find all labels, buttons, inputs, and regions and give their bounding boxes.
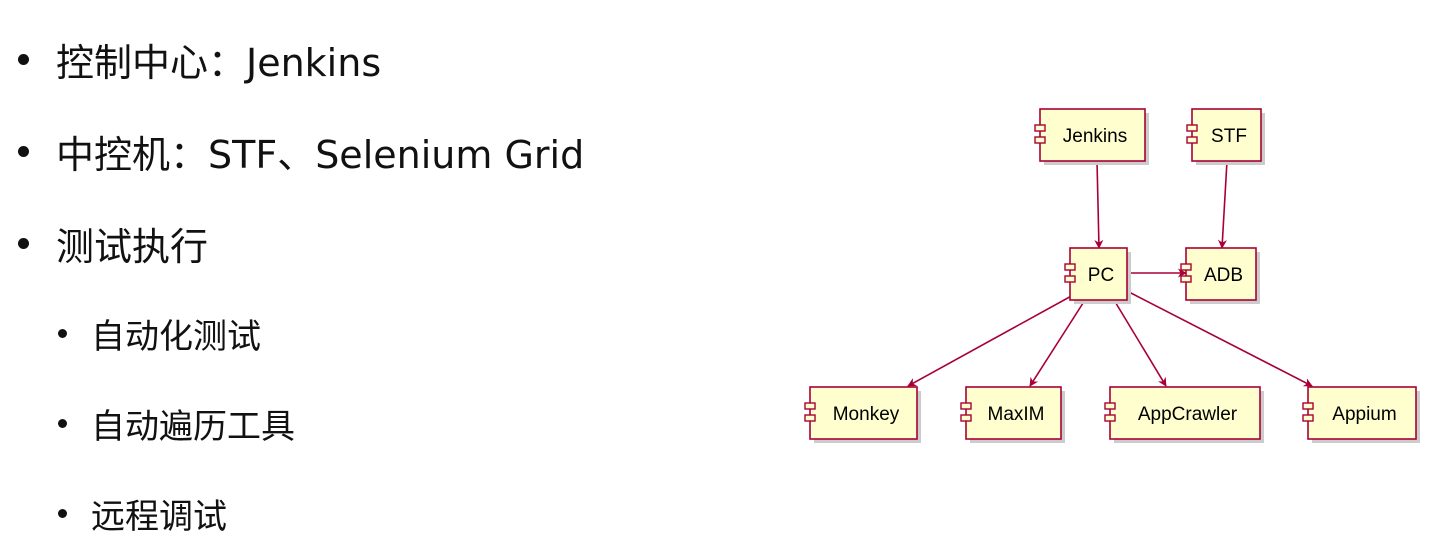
node-label: PC xyxy=(1088,265,1114,286)
component-port-icon xyxy=(804,402,816,410)
component-port-icon xyxy=(1180,275,1192,283)
component-port-icon xyxy=(960,402,972,410)
node-jenkins: Jenkins xyxy=(1034,108,1149,165)
node-box xyxy=(1307,386,1417,440)
bullet-dot-icon xyxy=(18,146,29,157)
component-port-icon xyxy=(804,414,816,422)
node-box xyxy=(965,386,1062,440)
bullet-list: 控制中心：Jenkins 中控机：STF、Selenium Grid 测试执行 … xyxy=(18,32,584,538)
component-port-icon xyxy=(1034,136,1046,144)
node-label: Appium xyxy=(1332,404,1396,425)
node-box xyxy=(1109,386,1261,440)
bullet-item-remote-debugging: 远程调试 xyxy=(58,489,227,538)
component-port-icon xyxy=(1180,263,1192,271)
edge-pc-appcrawler xyxy=(1113,299,1167,387)
nodes-layer: Jenkins STF PC ADB Monkey MaxIM AppCrawler Appi… xyxy=(804,108,1420,443)
bullet-dot-icon xyxy=(58,509,67,518)
bullet-item-test-execution: 测试执行 xyxy=(18,216,208,271)
component-port-icon xyxy=(1104,402,1116,410)
node-stf: STF xyxy=(1186,108,1265,165)
bullet-text: 测试执行 xyxy=(56,225,209,269)
node-pc: PC xyxy=(1064,247,1131,304)
bullet-dot-icon xyxy=(58,329,67,338)
component-port-icon xyxy=(1064,275,1076,283)
node-label: Jenkins xyxy=(1063,126,1127,147)
edge-jenkins-pc xyxy=(1094,160,1104,249)
edge-pc-appium xyxy=(1126,290,1313,387)
bullet-item-control-center: 控制中心：Jenkins xyxy=(18,32,381,87)
component-port-icon xyxy=(1034,124,1046,132)
node-box xyxy=(1069,247,1128,301)
bullet-text: 控制中心：Jenkins xyxy=(56,41,382,85)
node-box xyxy=(1191,108,1262,162)
bullet-dot-icon xyxy=(58,419,67,428)
bullet-dot-icon xyxy=(18,54,29,65)
bullet-item-central-controller: 中控机：STF、Selenium Grid xyxy=(18,124,584,179)
bullet-text: 自动化测试 xyxy=(91,317,261,357)
edge-pc-maxim xyxy=(1029,299,1086,387)
edge-stf-adb xyxy=(1217,160,1228,249)
component-port-icon xyxy=(1104,414,1116,422)
node-monkey: Monkey xyxy=(804,386,921,443)
node-label: AppCrawler xyxy=(1138,404,1238,425)
node-adb: ADB xyxy=(1180,247,1260,304)
node-appcrawler: AppCrawler xyxy=(1104,386,1264,443)
node-label: STF xyxy=(1211,126,1247,147)
node-box xyxy=(1039,108,1146,162)
component-port-icon xyxy=(1302,402,1314,410)
node-label: ADB xyxy=(1204,265,1243,286)
component-port-icon xyxy=(1186,124,1198,132)
edge-pc-monkey xyxy=(907,293,1076,387)
node-label: MaxIM xyxy=(988,404,1045,425)
component-port-icon xyxy=(1186,136,1198,144)
node-maxim: MaxIM xyxy=(960,386,1065,443)
component-port-icon xyxy=(1064,263,1076,271)
bullet-dot-icon xyxy=(18,238,29,249)
bullet-text: 远程调试 xyxy=(91,497,227,537)
node-box xyxy=(809,386,918,440)
bullet-text: 自动遍历工具 xyxy=(91,407,295,447)
bullet-item-traversal-tools: 自动遍历工具 xyxy=(58,399,295,448)
component-port-icon xyxy=(960,414,972,422)
edges-layer xyxy=(907,160,1313,387)
node-appium: Appium xyxy=(1302,386,1420,443)
component-port-icon xyxy=(1302,414,1314,422)
node-label: Monkey xyxy=(833,404,900,425)
node-box xyxy=(1185,247,1257,301)
bullet-text: 中控机：STF、Selenium Grid xyxy=(56,133,585,177)
bullet-item-automated-testing: 自动化测试 xyxy=(58,309,261,358)
